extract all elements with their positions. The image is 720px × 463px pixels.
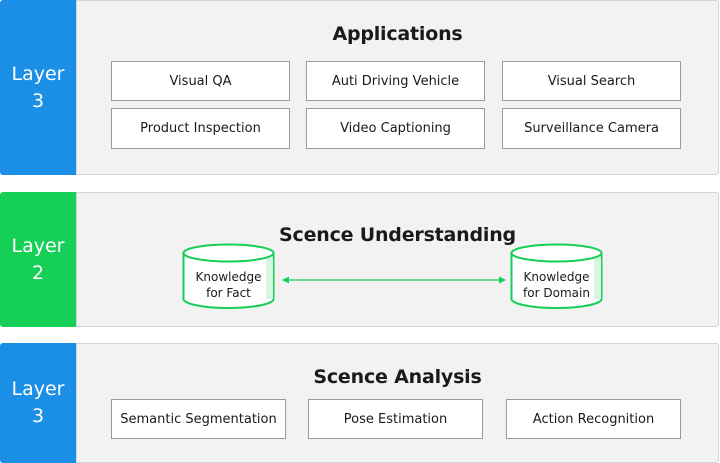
layer-label: Layer — [11, 234, 65, 257]
layer-tag-top: Layer 3 — [0, 0, 76, 175]
layer-number: 2 — [31, 261, 45, 284]
applications-panel: Applications Visual QA Auti Driving Vehi… — [76, 0, 719, 175]
analysis-title: Scence Analysis — [313, 366, 482, 388]
layer-tag-bottom: Layer 3 — [0, 343, 76, 463]
layer-number: 3 — [31, 89, 45, 112]
knowledge-for-domain-database: Knowledge for Domain — [510, 243, 603, 310]
database-label: Knowledge for Fact — [195, 270, 262, 300]
layer-label: Layer — [11, 62, 65, 85]
database-label: Knowledge for Domain — [523, 270, 590, 300]
bidirectional-arrow-icon — [282, 276, 506, 284]
layer-label: Layer — [11, 378, 65, 400]
database-cylinder-icon — [510, 243, 603, 309]
analysis-panel: Scence Analysis Semantic Segmentation Po… — [76, 343, 719, 463]
app-box-surveillance-camera: Surveillance Camera — [502, 108, 681, 149]
app-box-visual-search: Visual Search — [502, 61, 681, 101]
app-box-auti-driving-vehicle: Auti Driving Vehicle — [306, 61, 485, 101]
analysis-box-pose-estimation: Pose Estimation — [308, 399, 483, 439]
app-box-product-inspection: Product Inspection — [111, 108, 290, 149]
database-cylinder-icon — [182, 243, 275, 309]
app-box-visual-qa: Visual QA — [111, 61, 290, 101]
analysis-box-semantic-segmentation: Semantic Segmentation — [111, 399, 286, 439]
layer-tag-middle: Layer 2 — [0, 192, 76, 327]
analysis-box-action-recognition: Action Recognition — [506, 399, 681, 439]
understanding-title: Scence Understanding — [279, 224, 516, 246]
applications-title: Applications — [332, 23, 463, 45]
app-box-video-captioning: Video Captioning — [306, 108, 485, 149]
understanding-panel: Scence Understanding Knowledge for Fact … — [76, 192, 719, 327]
layer-number: 3 — [31, 405, 45, 427]
knowledge-for-fact-database: Knowledge for Fact — [182, 243, 275, 310]
